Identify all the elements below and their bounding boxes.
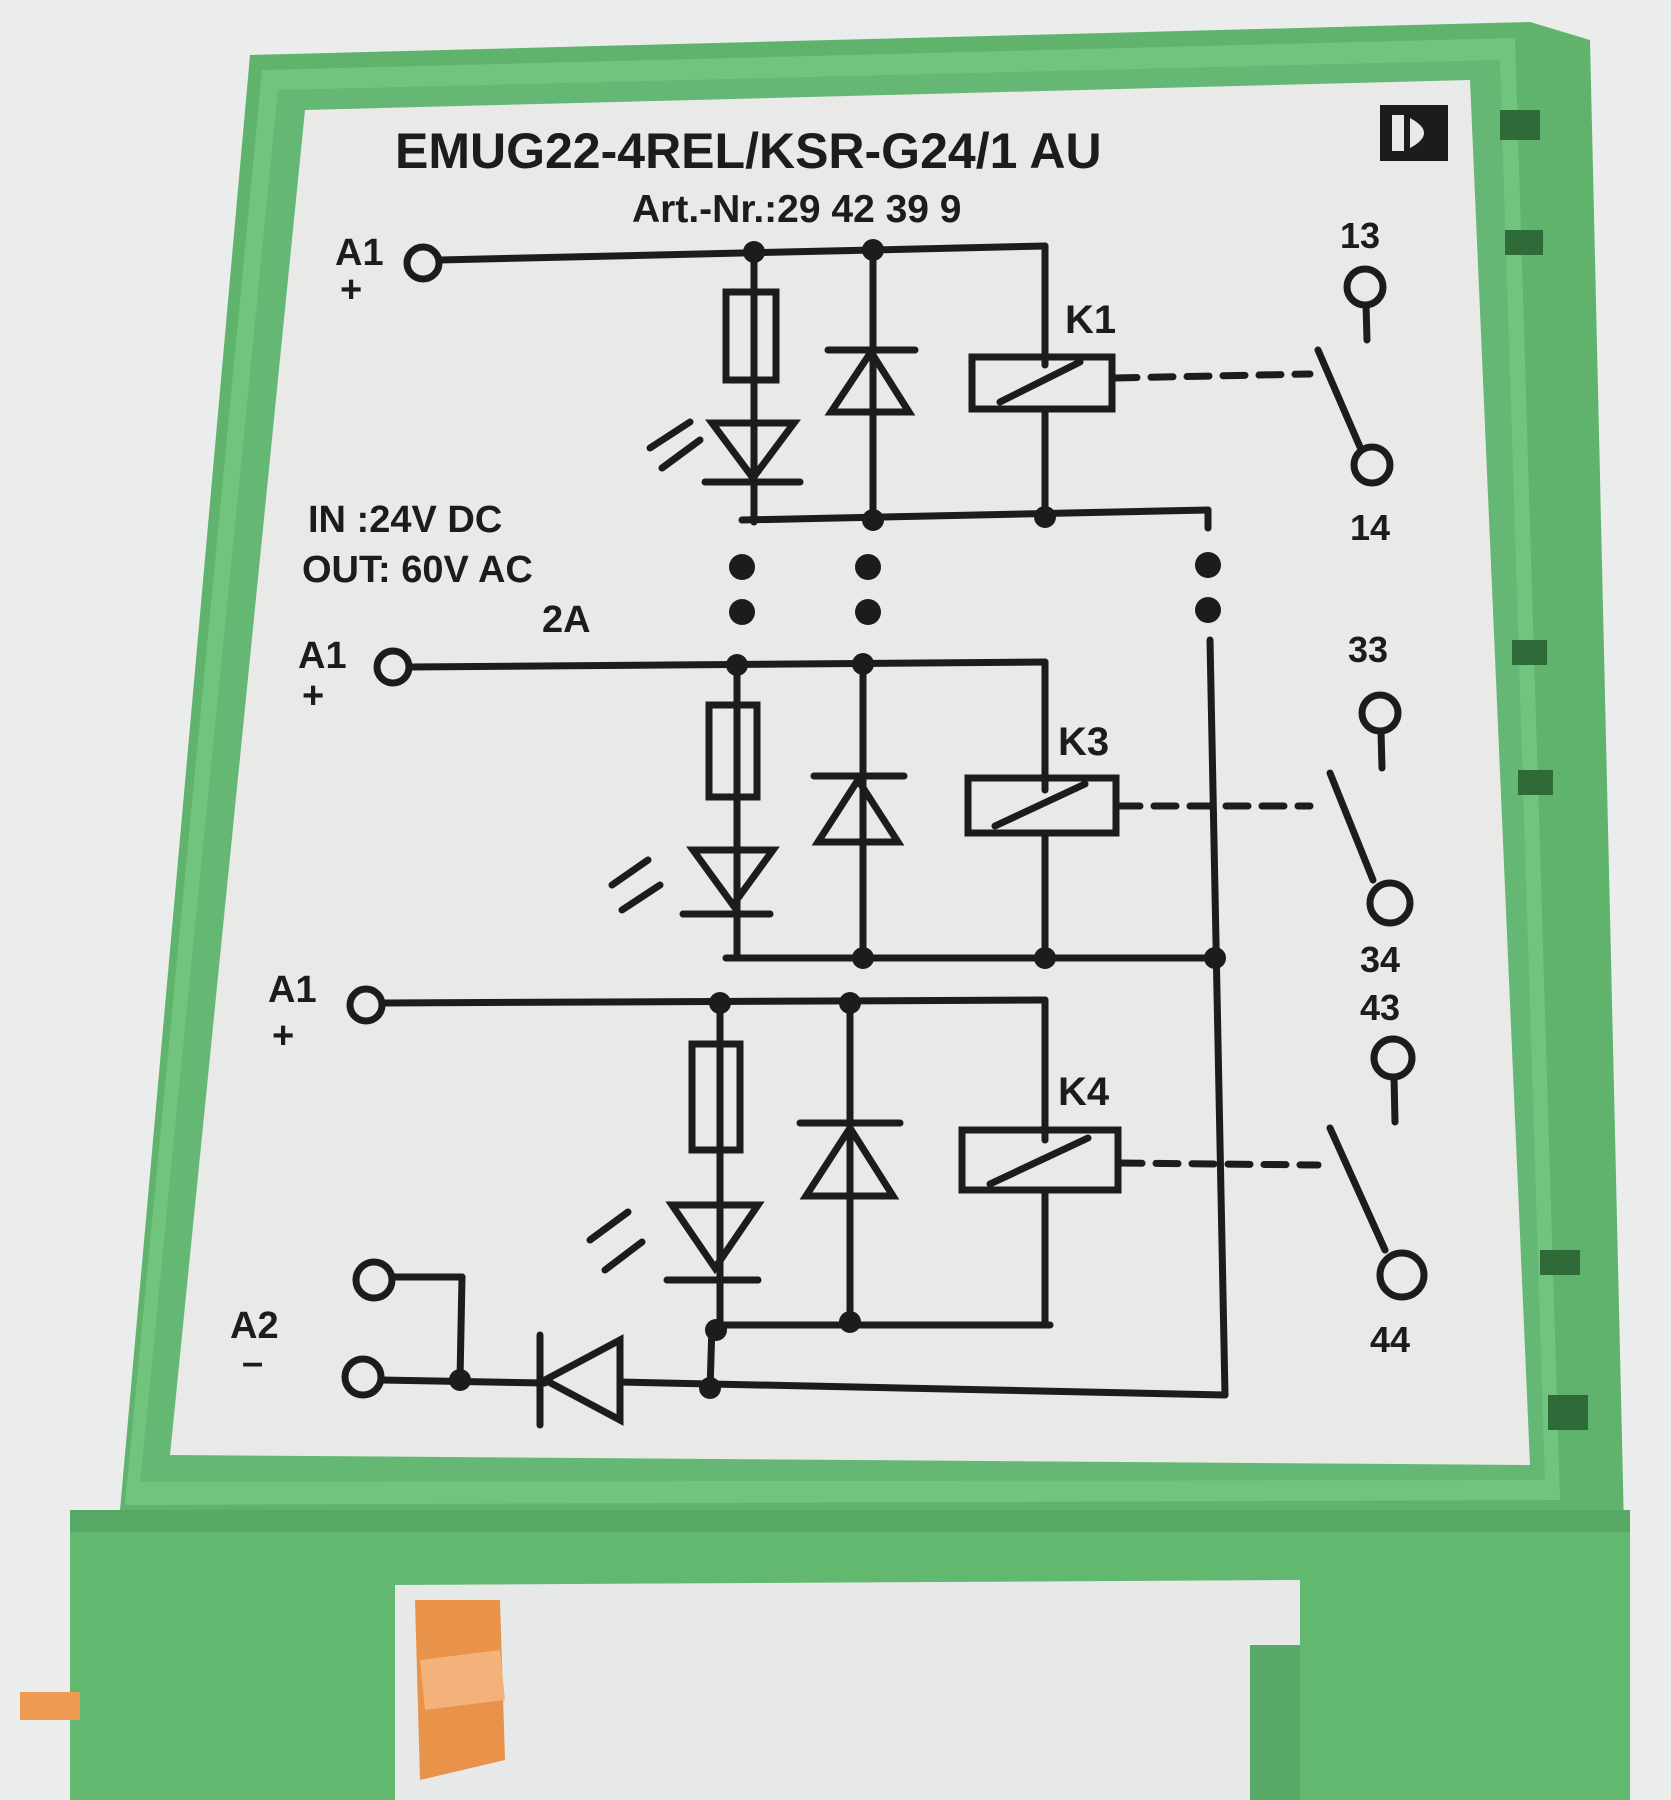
junction-dots xyxy=(449,239,1226,1399)
terminal-44-icon xyxy=(1376,1249,1428,1301)
resistor-k1-icon xyxy=(722,288,780,384)
relay-k3-label: K3 xyxy=(1058,720,1109,764)
resistor-k3-icon xyxy=(705,701,761,801)
terminal-a1-top: A1 xyxy=(335,232,384,274)
phoenix-contact-logo-icon xyxy=(1380,105,1448,161)
led-k3-icon xyxy=(686,846,780,911)
spec-input: IN :24V DC xyxy=(308,499,502,541)
terminal-14: 14 xyxy=(1350,507,1390,548)
resistor-k4-icon xyxy=(688,1040,744,1154)
circuit-schematic xyxy=(341,242,1428,1429)
spec-output: OUT: 60V AC xyxy=(302,549,533,591)
terminal-a2: A2 xyxy=(230,1305,279,1347)
terminal-a1-low-plus: + xyxy=(272,1015,294,1057)
terminal-43: 43 xyxy=(1360,987,1400,1028)
terminal-34-icon xyxy=(1366,879,1414,927)
diode-k1-icon xyxy=(824,345,916,416)
diode-k4-icon xyxy=(799,1121,900,1200)
article-number: Art.-Nr.:29 42 39 9 xyxy=(632,188,962,231)
terminal-14-icon xyxy=(1350,443,1394,487)
terminal-a2-minus: – xyxy=(242,1342,263,1384)
coil-k4-icon xyxy=(958,1126,1122,1194)
led-k4-icon xyxy=(665,1201,765,1275)
relay-k1-label: K1 xyxy=(1065,298,1116,342)
terminal-34: 34 xyxy=(1360,939,1400,980)
label-text: EMUG22-4REL/KSR-G24/1 AU Art.-Nr.:29 42 … xyxy=(230,123,1410,1384)
terminal-a1-low: A1 xyxy=(268,969,317,1011)
terminal-a1-mid: A1 xyxy=(298,635,347,677)
model-title: EMUG22-4REL/KSR-G24/1 AU xyxy=(395,123,1102,179)
terminal-a1-top-plus: + xyxy=(340,269,362,311)
led-k1-icon xyxy=(705,419,801,484)
relay-k4-label: K4 xyxy=(1058,1070,1110,1114)
spec-current: 2A xyxy=(542,599,591,641)
terminal-33: 33 xyxy=(1348,629,1388,670)
terminal-a1-mid-plus: + xyxy=(302,675,324,717)
terminal-13: 13 xyxy=(1340,215,1380,256)
terminal-44: 44 xyxy=(1370,1319,1410,1360)
diode-k3-icon xyxy=(811,773,905,846)
